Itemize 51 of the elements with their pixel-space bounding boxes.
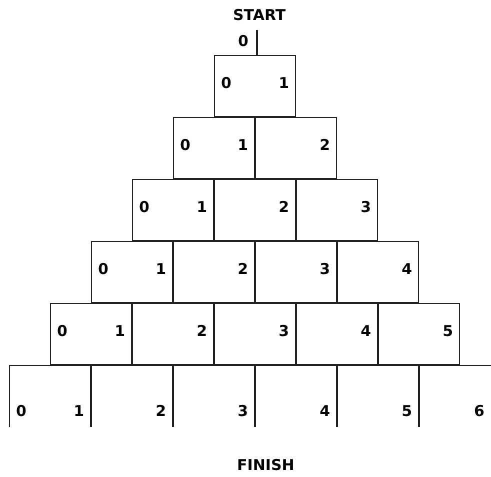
number-label: 5 xyxy=(402,402,412,420)
bin-box xyxy=(337,241,419,303)
bin-box xyxy=(173,241,255,303)
number-label: 0 xyxy=(57,322,68,340)
number-label: 0 xyxy=(221,74,232,92)
bin-box xyxy=(173,365,255,427)
bin-box xyxy=(214,303,296,365)
number-label: 1 xyxy=(196,198,207,216)
start-label: START xyxy=(233,6,286,24)
bin-box xyxy=(296,179,378,241)
number-label: 3 xyxy=(278,322,289,340)
bin-box xyxy=(255,117,337,179)
bin-box xyxy=(50,303,132,365)
bin-box xyxy=(419,365,491,427)
number-label: 4 xyxy=(320,402,330,420)
bin-box xyxy=(214,55,296,117)
number-label: 5 xyxy=(442,322,453,340)
bin-box xyxy=(132,303,214,365)
number-label: 6 xyxy=(474,402,484,420)
number-label: 1 xyxy=(74,402,84,420)
number-label: 2 xyxy=(196,322,207,340)
bin-box xyxy=(337,365,419,427)
number-label: 4 xyxy=(402,260,412,278)
bin-box xyxy=(255,365,337,427)
number-label: 1 xyxy=(156,260,166,278)
number-label: 2 xyxy=(156,402,166,420)
finish-label: FINISH xyxy=(237,456,294,474)
number-label: 0 xyxy=(180,136,190,154)
number-label: 3 xyxy=(320,260,330,278)
number-label: 1 xyxy=(238,136,248,154)
number-label: 1 xyxy=(114,322,125,340)
number-label: 1 xyxy=(278,74,289,92)
bin-box xyxy=(255,241,337,303)
bin-box xyxy=(173,117,255,179)
number-label: 4 xyxy=(360,322,371,340)
number-label: 2 xyxy=(278,198,289,216)
bin-box xyxy=(378,303,460,365)
number-label: 3 xyxy=(238,402,248,420)
bin-box xyxy=(296,303,378,365)
number-label: 0 xyxy=(16,402,26,420)
number-label: 3 xyxy=(360,198,371,216)
number-label: 2 xyxy=(320,136,330,154)
number-label: 0 xyxy=(139,198,150,216)
number-label: 0 xyxy=(238,32,248,50)
bin-box xyxy=(91,365,173,427)
bin-box xyxy=(9,365,91,427)
bin-box xyxy=(132,179,214,241)
number-label: 2 xyxy=(238,260,248,278)
bin-box xyxy=(91,241,173,303)
number-label: 0 xyxy=(98,260,108,278)
bin-box xyxy=(214,179,296,241)
